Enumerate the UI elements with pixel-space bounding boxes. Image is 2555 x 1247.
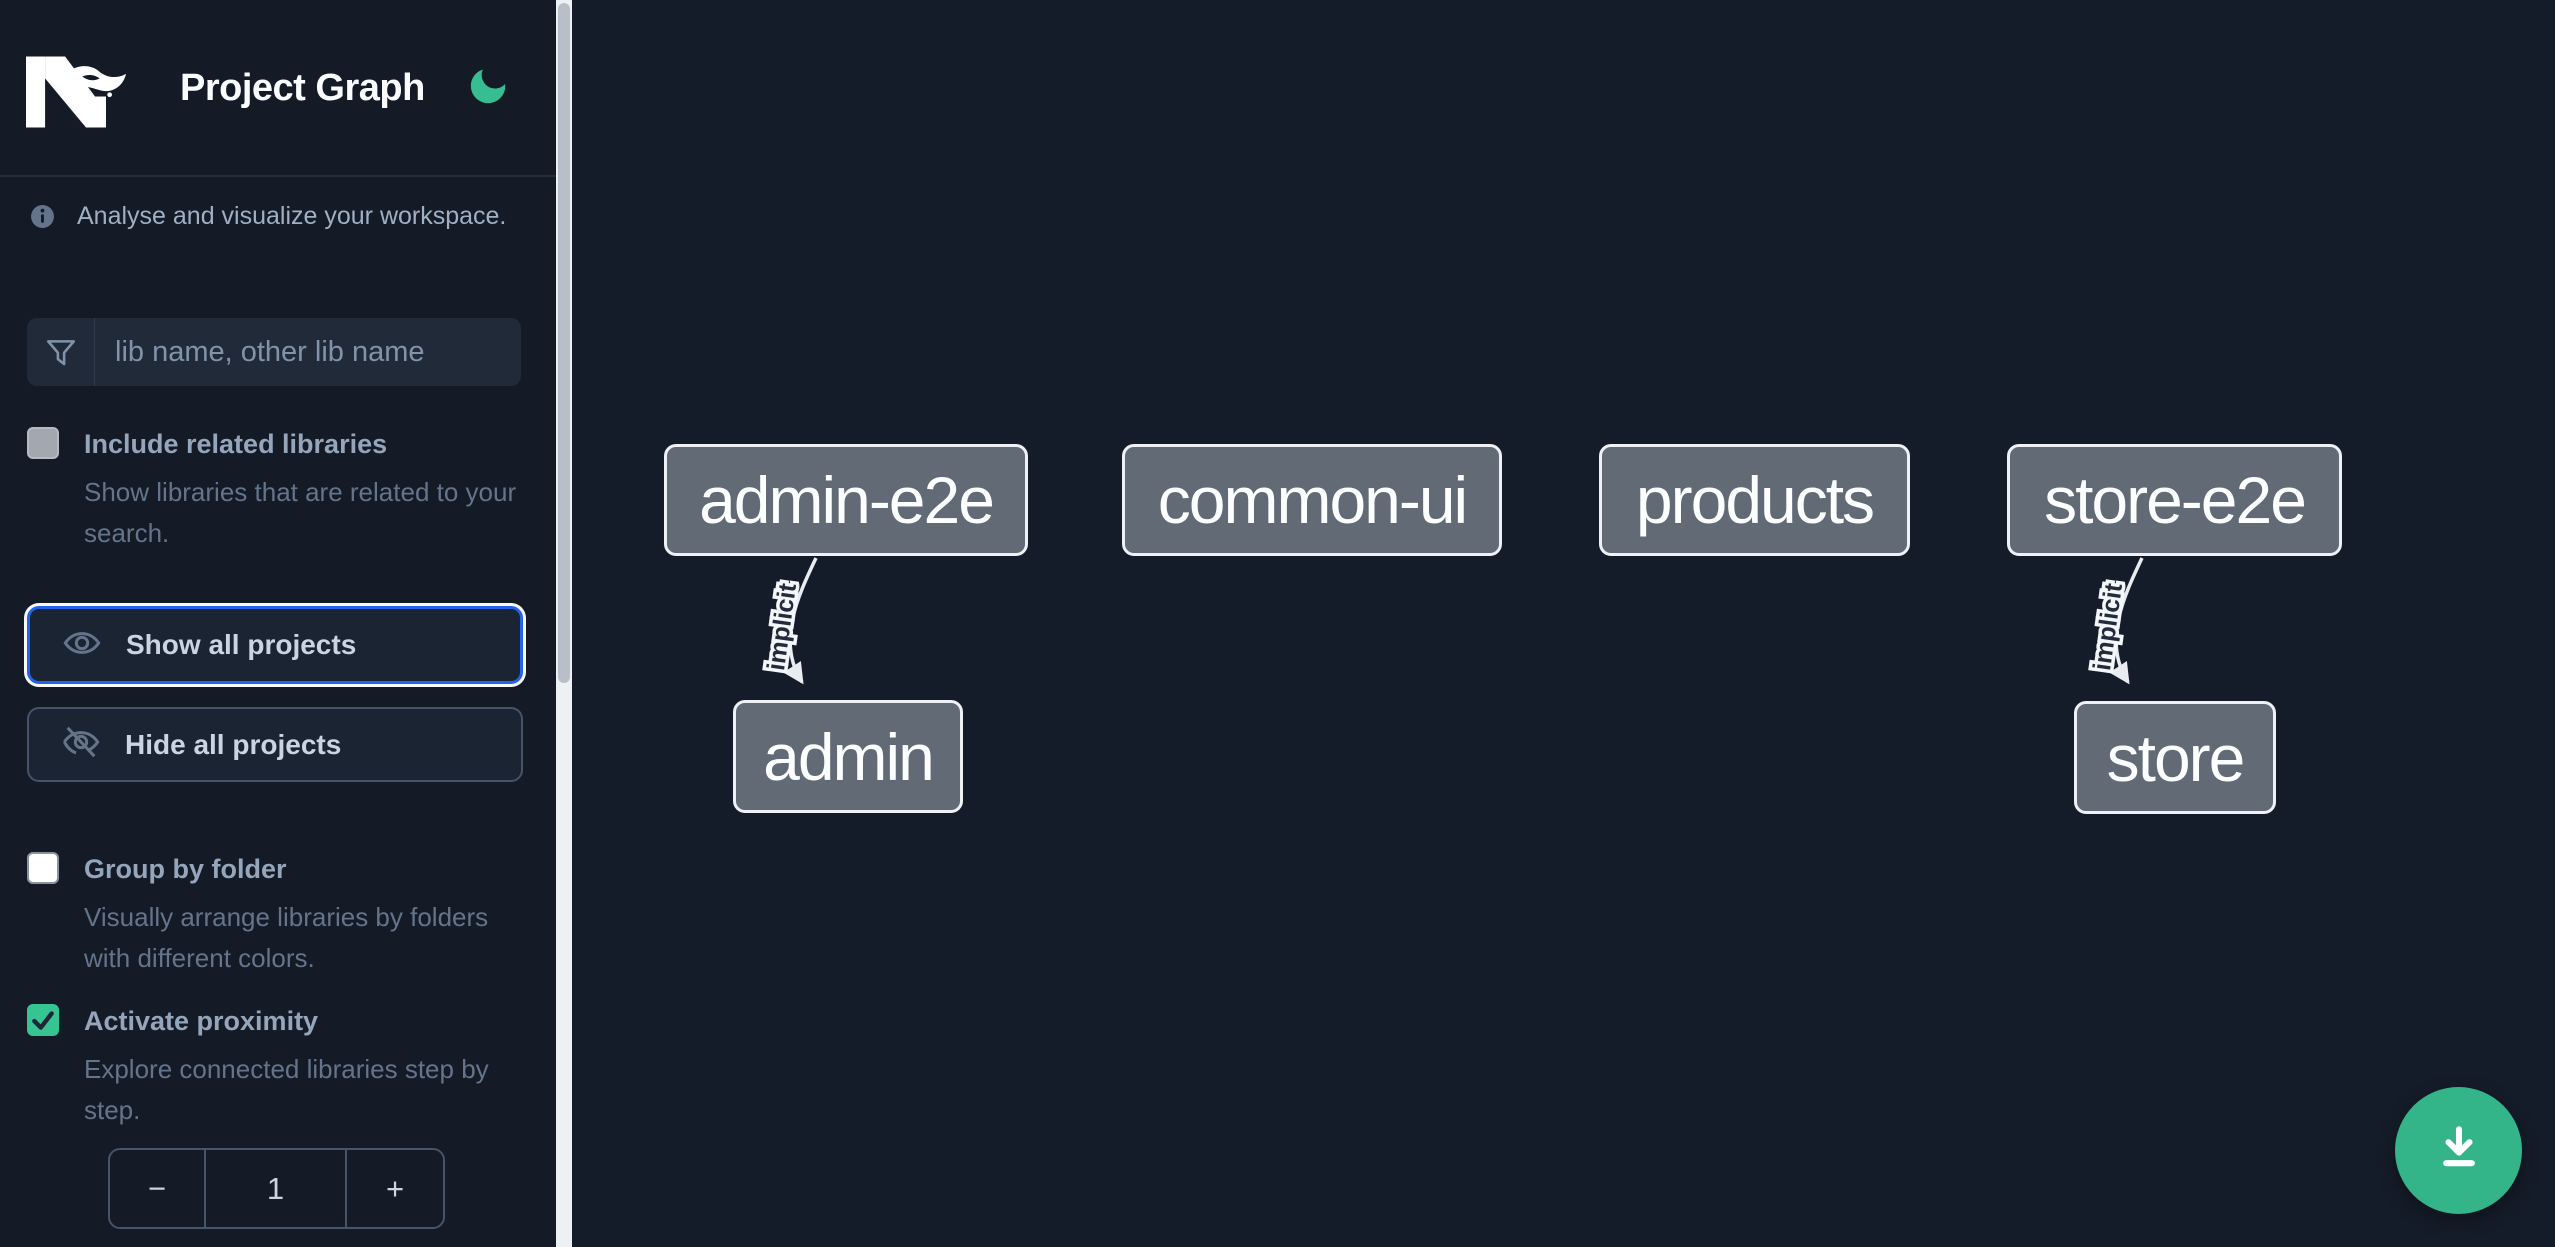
decrement-button[interactable]: −	[110, 1150, 206, 1227]
app-title: Project Graph	[180, 67, 425, 109]
activate-proximity-label: Activate proximity	[84, 1006, 319, 1036]
nx-logo-icon	[26, 54, 126, 130]
group-by-folder-description: Visually arrange libraries by folders wi…	[84, 902, 489, 973]
include-related-label: Include related libraries	[84, 429, 388, 459]
graph-edges: implicit implicit	[759, 557, 2144, 685]
moon-icon	[465, 63, 511, 114]
edge-label-implicit: implicit	[762, 581, 802, 672]
edge-admin-e2e-admin	[783, 557, 818, 685]
theme-toggle-button[interactable]	[462, 62, 514, 114]
group-by-folder-label: Group by folder	[84, 854, 287, 884]
graph-node-common-ui[interactable]: common-ui	[1122, 444, 1502, 556]
workspace-info-row: Analyse and visualize your workspace.	[30, 202, 530, 231]
download-image-button[interactable]	[2395, 1087, 2522, 1214]
activate-proximity-checkbox[interactable]	[27, 1004, 59, 1036]
edge-label-implicit: implicit	[2088, 581, 2128, 672]
graph-node-admin-e2e[interactable]: admin-e2e	[664, 444, 1028, 556]
sidebar-header: Project Graph	[0, 0, 556, 177]
increment-button[interactable]: +	[345, 1150, 443, 1227]
graph-node-admin[interactable]: admin	[733, 700, 963, 813]
edge-store-e2e-store	[2109, 557, 2144, 685]
sidebar: Project Graph Ana	[0, 0, 572, 1247]
group-by-folder-checkbox[interactable]	[27, 852, 59, 884]
activate-proximity-description: Explore connected libraries step by step…	[84, 1054, 489, 1125]
graph-node-products[interactable]: products	[1599, 444, 1910, 556]
sidebar-scrollbar-thumb[interactable]	[558, 3, 570, 683]
show-all-projects-button[interactable]: Show all projects	[27, 606, 523, 684]
show-all-projects-label: Show all projects	[126, 629, 357, 660]
workspace-info-text: Analyse and visualize your workspace.	[77, 202, 507, 230]
eye-off-icon	[61, 722, 101, 767]
graph-canvas[interactable]: implicit implicit admin-e2e common-ui pr…	[572, 0, 2555, 1247]
include-related-checkbox[interactable]	[27, 427, 59, 459]
graph-node-store[interactable]: store	[2074, 701, 2276, 814]
info-icon	[30, 204, 55, 229]
hide-all-projects-button[interactable]: Hide all projects	[27, 707, 523, 782]
proximity-depth-value: 1	[266, 1170, 285, 1206]
proximity-depth-stepper: − 1 +	[108, 1148, 445, 1229]
search-input[interactable]	[95, 318, 521, 386]
download-icon	[2431, 1120, 2487, 1181]
funnel-icon	[27, 318, 95, 386]
sidebar-content: Project Graph Ana	[0, 0, 556, 1247]
eye-icon	[62, 623, 102, 668]
search-box	[27, 318, 521, 386]
sidebar-scrollbar[interactable]	[556, 0, 572, 1247]
graph-node-store-e2e[interactable]: store-e2e	[2007, 444, 2342, 556]
hide-all-projects-label: Hide all projects	[125, 728, 342, 760]
include-related-description: Show libraries that are related to your …	[84, 477, 517, 548]
